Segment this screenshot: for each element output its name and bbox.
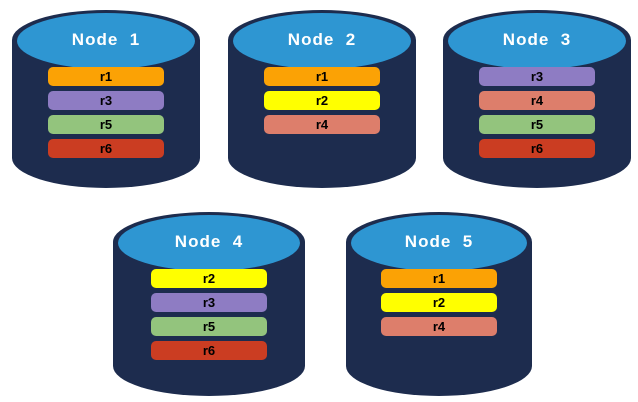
cylinder-top-ellipse: Node 5 <box>351 215 527 271</box>
cylinder-top-ellipse: Node 2 <box>233 13 411 69</box>
replica-bar-r6: r6 <box>151 341 267 360</box>
node-cylinder-1: Node 1 r1 r3 r5 r6 <box>12 10 200 188</box>
replica-bar-r1: r1 <box>264 67 380 86</box>
replica-bar-r4: r4 <box>381 317 497 336</box>
node-title: Node 4 <box>174 232 244 251</box>
cylinder-top-ellipse: Node 4 <box>118 215 300 271</box>
replica-bar-r1: r1 <box>381 269 497 288</box>
replica-bar-r5: r5 <box>151 317 267 336</box>
node-cylinder-5: Node 5 r1 r2 r4 <box>346 212 532 396</box>
replica-bar-r2: r2 <box>264 91 380 110</box>
replica-bar-r5: r5 <box>48 115 164 134</box>
replica-bar-list: r1 r3 r5 r6 <box>48 67 164 158</box>
replica-bar-list: r1 r2 r4 <box>264 67 380 134</box>
node-cylinder-3: Node 3 r3 r4 r5 r6 <box>443 10 631 188</box>
node-title: Node 5 <box>404 232 474 251</box>
replica-bar-r5: r5 <box>479 115 595 134</box>
node-cylinder-4: Node 4 r2 r3 r5 r6 <box>113 212 305 396</box>
replica-bar-r1: r1 <box>48 67 164 86</box>
replica-bar-r2: r2 <box>151 269 267 288</box>
replica-bar-r3: r3 <box>479 67 595 86</box>
replica-bar-r4: r4 <box>264 115 380 134</box>
replica-bar-r4: r4 <box>479 91 595 110</box>
cylinder-top-ellipse: Node 1 <box>17 13 195 69</box>
node-title: Node 1 <box>71 30 141 49</box>
replica-bar-list: r3 r4 r5 r6 <box>479 67 595 158</box>
replica-bar-list: r2 r3 r5 r6 <box>151 269 267 360</box>
replica-bar-r3: r3 <box>48 91 164 110</box>
cylinder-top-ellipse: Node 3 <box>448 13 626 69</box>
replica-bar-r3: r3 <box>151 293 267 312</box>
replica-bar-list: r1 r2 r4 <box>381 269 497 336</box>
node-cylinder-2: Node 2 r1 r2 r4 <box>228 10 416 188</box>
replica-bar-r6: r6 <box>48 139 164 158</box>
node-title: Node 3 <box>502 30 572 49</box>
node-title: Node 2 <box>287 30 357 49</box>
replica-bar-r6: r6 <box>479 139 595 158</box>
replica-bar-r2: r2 <box>381 293 497 312</box>
